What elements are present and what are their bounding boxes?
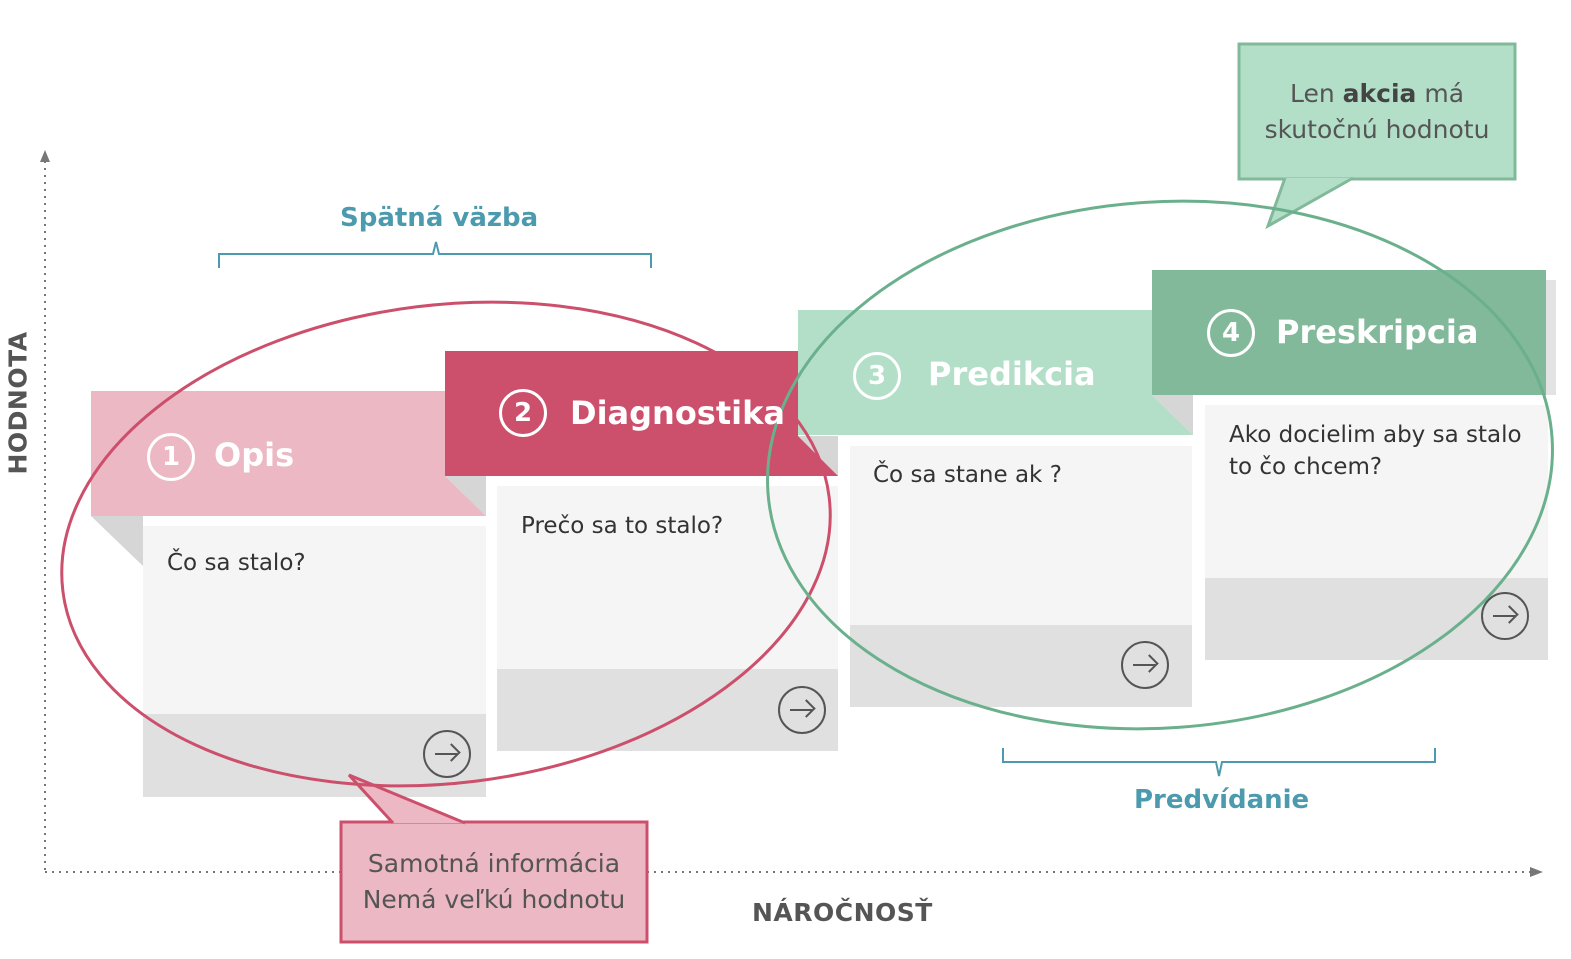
green-callout-line2: skutočnú hodnotu (1264, 115, 1490, 144)
stage-number-badge: 4 (1207, 309, 1255, 357)
pink-callout-line2: Nemá veľkú hodnotu (362, 885, 626, 914)
arrow-right-circle-icon (1133, 663, 1155, 666)
stage-question: Ako docielim aby sa stalo to čo chcem? (1229, 422, 1522, 480)
y-axis (40, 150, 50, 870)
next-arrow-button[interactable] (778, 686, 826, 734)
x-axis (45, 867, 1543, 877)
stage-title: Predikcia (928, 355, 1096, 393)
next-arrow-button[interactable] (423, 730, 471, 778)
stage-number-badge: 2 (499, 389, 547, 437)
prediction-label: Predvídanie (1134, 785, 1310, 815)
arrow-right-circle-icon (435, 752, 457, 755)
arrow-right-circle-icon (1493, 614, 1515, 617)
stage-title: Preskripcia (1276, 313, 1479, 351)
y-axis-label: HODNOTA (3, 331, 33, 475)
x-axis-arrowhead-icon (1530, 867, 1543, 877)
y-axis-arrowhead-icon (40, 150, 50, 162)
x-axis-label: NÁROČNOSŤ (752, 898, 933, 927)
stage-title: Opis (214, 436, 295, 474)
feedback-label: Spätná väzba (340, 203, 539, 233)
next-arrow-button[interactable] (1121, 641, 1169, 689)
stage-question: Čo sa stalo? (167, 550, 306, 576)
arrow-right-circle-icon (790, 708, 812, 711)
stage-question: Prečo sa to stalo? (521, 513, 724, 539)
prediction-bracket (1002, 748, 1436, 777)
next-arrow-button[interactable] (1481, 592, 1529, 640)
stage-number-badge: 1 (147, 433, 195, 481)
pink-callout-line1: Samotná informácia (367, 849, 621, 878)
stage-question: Čo sa stane ak ? (873, 462, 1062, 488)
pink-callout-shape (339, 773, 649, 944)
green-callout: Len akcia má skutočnú hodnotu (1241, 76, 1513, 148)
stage-title: Diagnostika (570, 394, 785, 432)
stage-number-badge: 3 (853, 352, 901, 400)
feedback-bracket (218, 241, 652, 268)
green-callout-line1: Len akcia má (1289, 79, 1465, 108)
pink-callout: Samotná informácia Nemá veľkú hodnotu (343, 846, 645, 918)
